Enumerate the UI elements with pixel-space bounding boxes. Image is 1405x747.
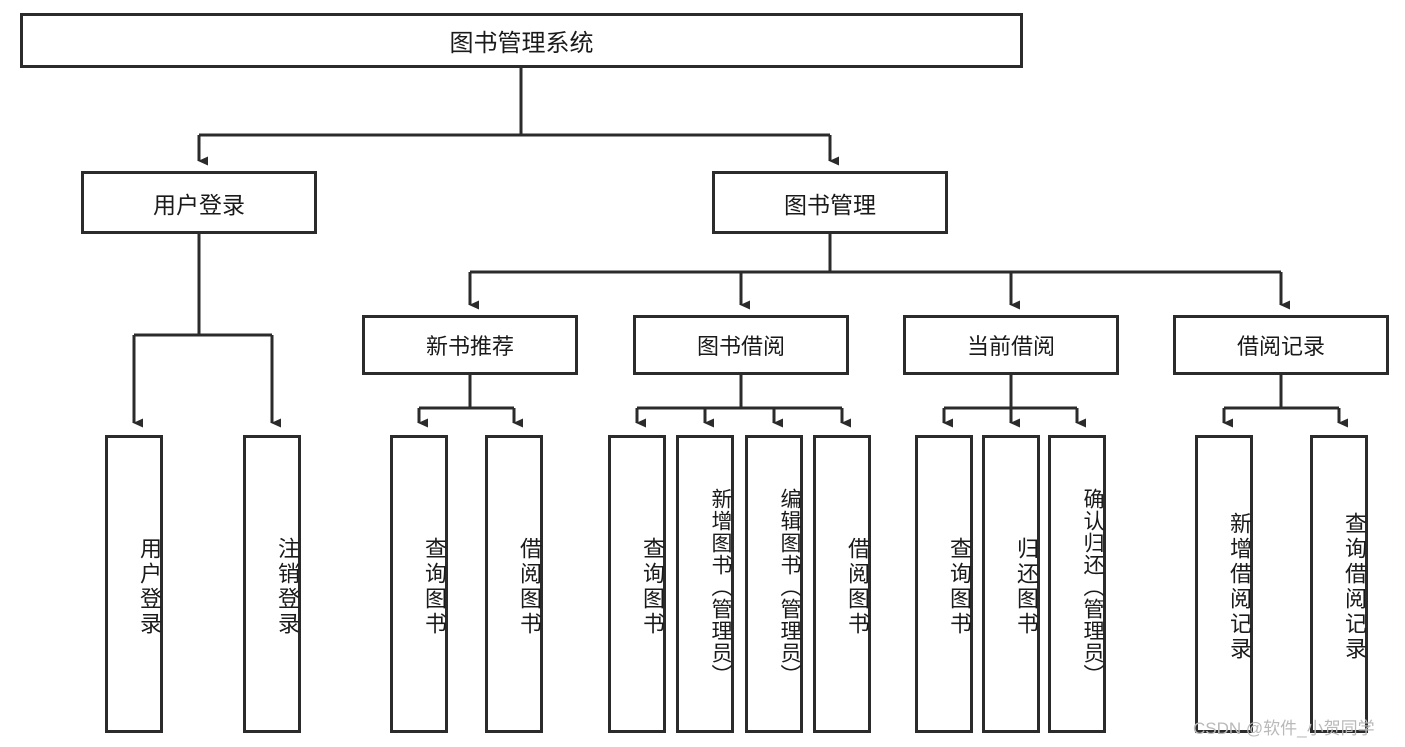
node-leaf-return-book: 归还图书 [982, 435, 1040, 733]
node-leaf-query-record: 查询借阅记录 [1310, 435, 1368, 733]
node-leaf-query-book-2: 查询图书 [608, 435, 666, 733]
node-leaf-add-book: 新增图书（管理员） [676, 435, 734, 733]
node-leaf-user-login: 用户登录 [105, 435, 163, 733]
node-book-borrow: 图书借阅 [633, 315, 849, 375]
node-root: 图书管理系统 [20, 13, 1023, 68]
node-leaf-borrow-book-1: 借阅图书 [485, 435, 543, 733]
node-leaf-confirm-return: 确认归还（管理员） [1048, 435, 1106, 733]
node-leaf-query-book-3: 查询图书 [915, 435, 973, 733]
node-user-login: 用户登录 [81, 171, 317, 234]
node-new-book-rec: 新书推荐 [362, 315, 578, 375]
node-leaf-query-book-1: 查询图书 [390, 435, 448, 733]
node-book-manage: 图书管理 [712, 171, 948, 234]
node-leaf-borrow-book-2: 借阅图书 [813, 435, 871, 733]
watermark-label: CSDN @软件_小贺同学 [1193, 719, 1375, 738]
node-borrow-record: 借阅记录 [1173, 315, 1389, 375]
node-leaf-edit-book: 编辑图书（管理员） [745, 435, 803, 733]
node-leaf-user-logout: 注销登录 [243, 435, 301, 733]
node-leaf-add-record: 新增借阅记录 [1195, 435, 1253, 733]
node-current-borrow: 当前借阅 [903, 315, 1119, 375]
